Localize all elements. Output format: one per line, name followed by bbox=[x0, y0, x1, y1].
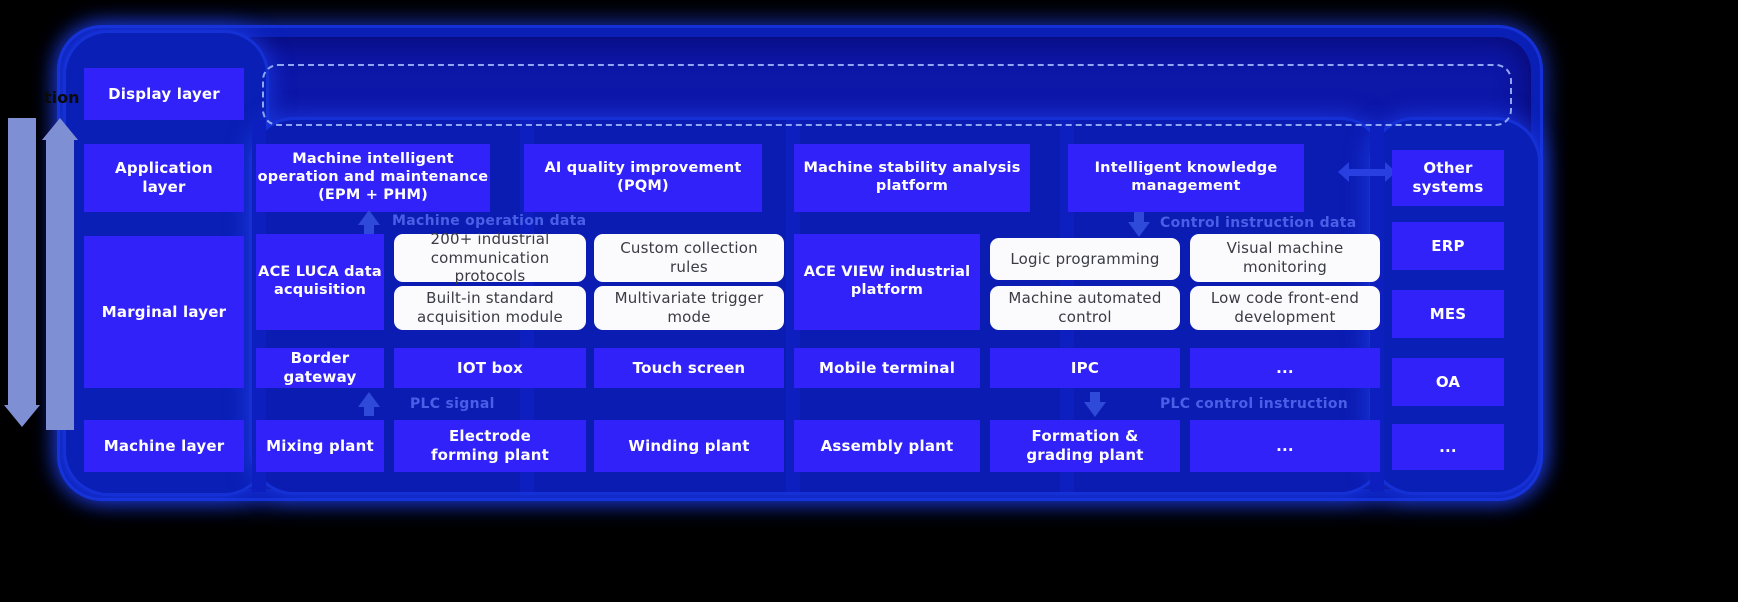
marginal-card-custom-rules[interactable]: Custom collection rules bbox=[594, 234, 784, 282]
machine-tile-electrode-forming-label: Electrode forming plant bbox=[430, 427, 550, 464]
marginal-card-automated-control-label: Machine automated control bbox=[1008, 289, 1162, 326]
machine-tile-winding-plant[interactable]: Winding plant bbox=[594, 420, 784, 472]
right-tile-mes-label: MES bbox=[1429, 304, 1467, 323]
layer-label-application-text: Application layer bbox=[115, 159, 213, 196]
device-tile-border-gateway-label: Border gateway bbox=[283, 349, 357, 386]
right-tile-more[interactable]: ... bbox=[1392, 424, 1504, 470]
machine-tile-mixing-plant[interactable]: Mixing plant bbox=[256, 420, 384, 472]
flow-down-arrow-right bbox=[1128, 222, 1150, 237]
app-tile-knowledge[interactable]: Intelligent knowledge management bbox=[1068, 144, 1304, 212]
right-tile-more-label: ... bbox=[1439, 437, 1457, 456]
seam-3 bbox=[786, 120, 800, 492]
marginal-card-protocols[interactable]: 200+ industrial communication protocols bbox=[394, 230, 586, 285]
marginal-card-low-code-label: Low code front-end development bbox=[1210, 289, 1360, 326]
down-arrow-head bbox=[4, 405, 40, 427]
flow-up-arrow-left bbox=[358, 210, 380, 225]
right-tile-oa-label: OA bbox=[1435, 372, 1461, 391]
device-tile-touch-screen-label: Touch screen bbox=[632, 358, 746, 377]
app-tile-pqm[interactable]: AI quality improvement (PQM) bbox=[524, 144, 762, 212]
device-tile-mobile-terminal-label: Mobile terminal bbox=[818, 358, 956, 377]
right-tile-erp[interactable]: ERP bbox=[1392, 222, 1504, 270]
device-tile-ipc-label: IPC bbox=[1070, 358, 1100, 377]
layer-label-machine: Machine layer bbox=[84, 420, 244, 472]
plc-control-shaft bbox=[1090, 392, 1100, 404]
machine-tile-assembly-plant[interactable]: Assembly plant bbox=[794, 420, 980, 472]
machine-tile-formation-grading-label: Formation & grading plant bbox=[1026, 427, 1144, 464]
right-tile-oa[interactable]: OA bbox=[1392, 358, 1504, 406]
marginal-card-builtin-module-label: Built-in standard acquisition module bbox=[417, 289, 563, 326]
device-tile-touch-screen[interactable]: Touch screen bbox=[594, 348, 784, 388]
device-tile-more-label: ... bbox=[1276, 358, 1294, 377]
machine-tile-more[interactable]: ... bbox=[1190, 420, 1380, 472]
flow-label-control-instruction-data: Control instruction data bbox=[1160, 215, 1357, 231]
marginal-card-logic-programming[interactable]: Logic programming bbox=[990, 238, 1180, 280]
plc-signal-shaft bbox=[364, 404, 374, 416]
right-tile-mes[interactable]: MES bbox=[1392, 290, 1504, 338]
plc-control-arrow bbox=[1084, 402, 1106, 417]
right-tile-other-systems-label: Other systems bbox=[1412, 159, 1484, 196]
app-tile-epm-phm[interactable]: Machine intelligent operation and mainte… bbox=[256, 144, 490, 212]
marginal-right-platform-label: ACE VIEW industrial platform bbox=[803, 264, 971, 298]
machine-tile-mixing-plant-label: Mixing plant bbox=[266, 436, 374, 455]
marginal-card-automated-control[interactable]: Machine automated control bbox=[990, 286, 1180, 330]
app-tile-stability[interactable]: Machine stability analysis platform bbox=[794, 144, 1030, 212]
right-tile-other-systems[interactable]: Other systems bbox=[1392, 150, 1504, 206]
up-arrow-shaft bbox=[46, 140, 74, 430]
up-arrow-head bbox=[42, 118, 78, 140]
marginal-card-custom-rules-label: Custom collection rules bbox=[620, 239, 758, 276]
flow-label-machine-operation-data: Machine operation data bbox=[392, 213, 587, 229]
app-tile-epm-phm-label: Machine intelligent operation and mainte… bbox=[257, 151, 489, 203]
clipped-left-label: tion bbox=[44, 88, 80, 107]
device-tile-ipc[interactable]: IPC bbox=[990, 348, 1180, 388]
device-tile-iot-box[interactable]: IOT box bbox=[394, 348, 586, 388]
device-tile-iot-box-label: IOT box bbox=[457, 358, 523, 377]
flow-down-shaft-right bbox=[1134, 212, 1144, 224]
app-tile-stability-label: Machine stability analysis platform bbox=[803, 160, 1021, 194]
machine-tile-winding-plant-label: Winding plant bbox=[628, 436, 750, 455]
down-arrow-shaft bbox=[8, 118, 36, 408]
marginal-card-protocols-label: 200+ industrial communication protocols bbox=[430, 230, 550, 286]
machine-tile-formation-grading[interactable]: Formation & grading plant bbox=[990, 420, 1180, 472]
marginal-card-multivariate-trigger[interactable]: Multivariate trigger mode bbox=[594, 286, 784, 330]
marginal-card-visual-monitoring[interactable]: Visual machine monitoring bbox=[1190, 234, 1380, 282]
layer-label-display: Display layer bbox=[84, 68, 244, 120]
marginal-card-builtin-module[interactable]: Built-in standard acquisition module bbox=[394, 286, 586, 330]
machine-tile-electrode-forming[interactable]: Electrode forming plant bbox=[394, 420, 586, 472]
device-tile-more[interactable]: ... bbox=[1190, 348, 1380, 388]
app-tile-knowledge-label: Intelligent knowledge management bbox=[1094, 160, 1278, 194]
layer-label-application: Application layer bbox=[84, 144, 244, 212]
layer-label-marginal: Marginal layer bbox=[84, 236, 244, 388]
device-tile-mobile-terminal[interactable]: Mobile terminal bbox=[794, 348, 980, 388]
device-tile-border-gateway[interactable]: Border gateway bbox=[256, 348, 384, 388]
right-tile-erp-label: ERP bbox=[1431, 236, 1465, 255]
layer-label-machine-text: Machine layer bbox=[103, 436, 225, 455]
marginal-right-platform[interactable]: ACE VIEW industrial platform bbox=[794, 234, 980, 330]
marginal-card-visual-monitoring-label: Visual machine monitoring bbox=[1226, 239, 1344, 276]
plc-signal-arrow bbox=[358, 392, 380, 407]
marginal-card-logic-programming-label: Logic programming bbox=[1010, 249, 1160, 268]
layer-label-display-text: Display layer bbox=[108, 84, 220, 103]
bidirectional-arrow-head-left bbox=[1338, 162, 1349, 182]
machine-tile-assembly-plant-label: Assembly plant bbox=[820, 436, 954, 455]
bidirectional-arrow-icon bbox=[1338, 162, 1396, 182]
app-tile-pqm-label: AI quality improvement (PQM) bbox=[544, 160, 742, 194]
layer-label-marginal-text: Marginal layer bbox=[101, 302, 227, 321]
display-layer-dashed-frame bbox=[262, 64, 1512, 126]
bidirectional-arrow-shaft bbox=[1343, 169, 1391, 176]
marginal-left-platform[interactable]: ACE LUCA data acquisition bbox=[256, 234, 384, 330]
marginal-card-low-code[interactable]: Low code front-end development bbox=[1190, 286, 1380, 330]
marginal-card-multivariate-trigger-label: Multivariate trigger mode bbox=[614, 289, 764, 326]
marginal-left-platform-label: ACE LUCA data acquisition bbox=[258, 264, 382, 298]
flow-up-shaft-left bbox=[364, 222, 374, 234]
flow-label-plc-signal: PLC signal bbox=[410, 396, 495, 412]
machine-tile-more-label: ... bbox=[1276, 436, 1294, 455]
flow-label-plc-control-instruction: PLC control instruction bbox=[1160, 396, 1349, 412]
bidirectional-arrow-head-right bbox=[1385, 162, 1396, 182]
